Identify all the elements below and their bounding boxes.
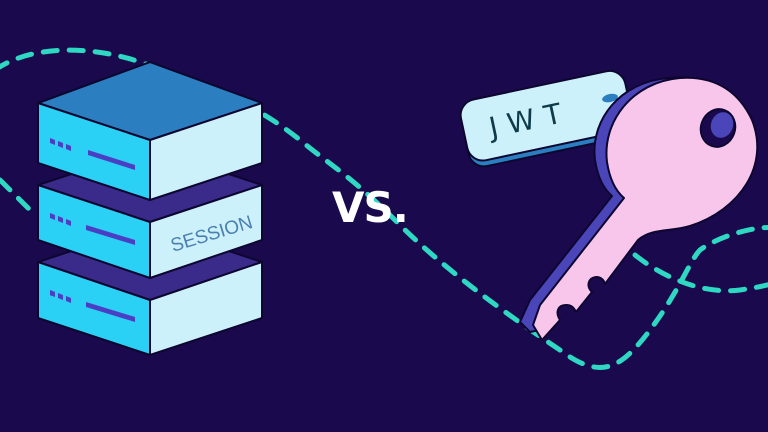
- versus-label: VS.: [332, 183, 409, 232]
- jwt-tag-icon: JWT: [459, 69, 635, 168]
- server-indicators: [50, 138, 135, 322]
- server-stack-icon: [37, 61, 263, 356]
- server-block-top: [37, 61, 263, 201]
- key-icon: [519, 76, 759, 341]
